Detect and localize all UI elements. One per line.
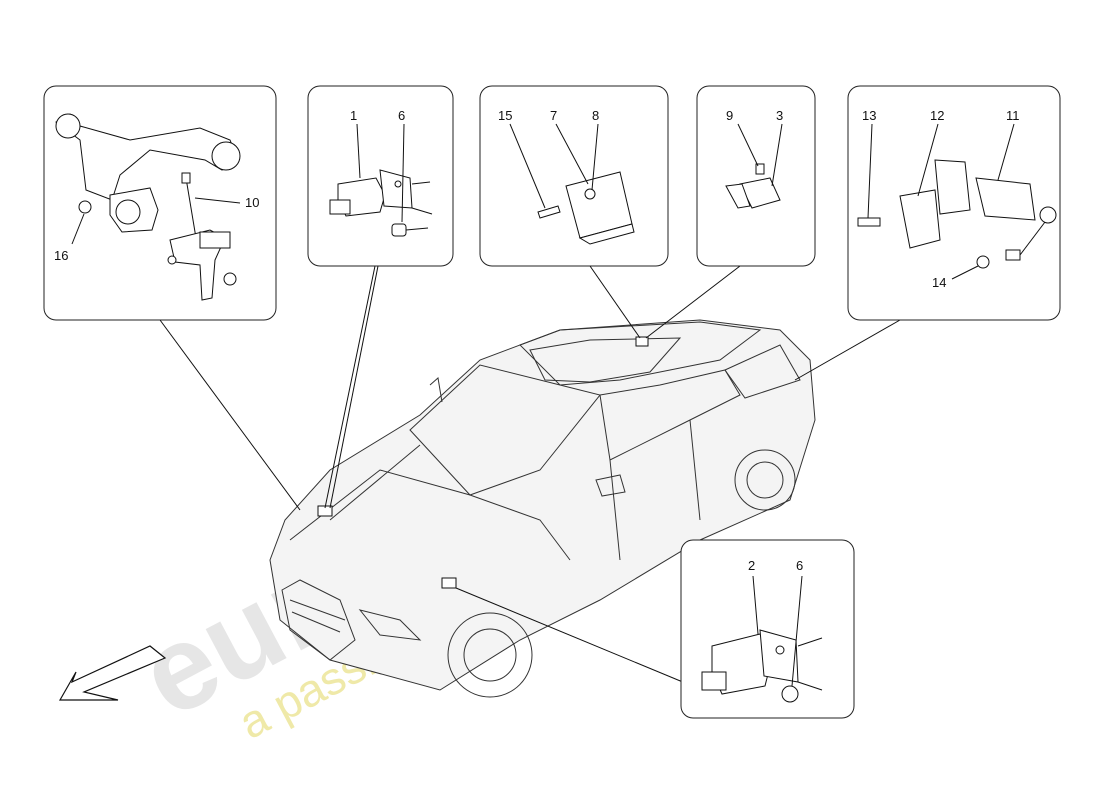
callout-16: 16 — [54, 248, 68, 263]
front-direction-arrow — [58, 645, 167, 701]
detail-box-control-unit: 15 7 8 — [479, 85, 669, 267]
callout-12: 12 — [930, 108, 944, 123]
callout-8: 8 — [592, 108, 599, 123]
callout-15: 15 — [498, 108, 512, 123]
callout-3: 3 — [776, 108, 783, 123]
callout-1: 1 — [350, 108, 357, 123]
detail-box-roof-sensor: 9 3 — [696, 85, 816, 267]
leader-lines — [159, 265, 901, 686]
detail-box-upper-arm: 10 16 — [43, 85, 277, 321]
callout-7: 7 — [550, 108, 557, 123]
detail-box-lower-sensor: 2 6 — [680, 539, 855, 719]
detail-box-front-sensor: 1 6 — [307, 85, 454, 267]
callout-6-lower: 6 — [796, 558, 803, 573]
callout-14: 14 — [932, 275, 946, 290]
car-illustration — [269, 319, 816, 698]
callout-13: 13 — [862, 108, 876, 123]
callout-2: 2 — [748, 558, 755, 573]
callout-11: 11 — [1006, 108, 1020, 123]
detail-box-rear-sensor: 13 12 11 14 — [847, 85, 1061, 321]
callout-10: 10 — [245, 195, 259, 210]
callout-9: 9 — [726, 108, 733, 123]
callout-6-front: 6 — [398, 108, 405, 123]
